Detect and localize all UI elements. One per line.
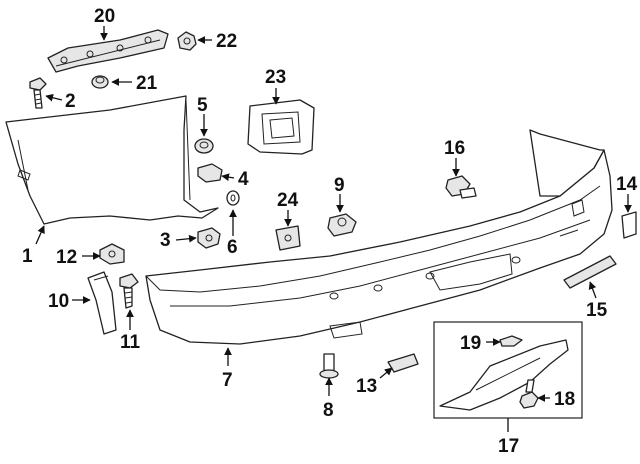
part-19-clip: [499, 335, 523, 347]
leader-lines: [35, 26, 632, 432]
callout-4: 4: [238, 169, 249, 190]
callout-7: 7: [222, 370, 233, 391]
part-18-screw: [519, 379, 539, 409]
part-15-reflector: [563, 255, 617, 289]
callout-11: 11: [120, 332, 141, 353]
part-9-sensor: [327, 213, 357, 237]
callout-10: 10: [48, 291, 69, 312]
callout-2: 2: [65, 91, 76, 112]
callout-14: 14: [616, 174, 638, 195]
callout-15: 15: [586, 300, 608, 321]
callout-6: 6: [227, 237, 238, 258]
callout-22: 22: [216, 31, 237, 52]
part-14-bracket: [621, 211, 637, 239]
part-20-bracket: [47, 29, 169, 73]
part-4-clip: [197, 163, 223, 183]
callout-5: 5: [197, 95, 208, 116]
part-8-screw: [319, 353, 339, 379]
part-23-sensor-bracket: [247, 99, 315, 155]
callout-16: 16: [444, 138, 465, 159]
part-11-screw: [119, 273, 139, 309]
callout-24: 24: [277, 190, 299, 211]
part-21-nut: [91, 75, 109, 89]
part-24-clip: [275, 225, 301, 251]
callout-20: 20: [94, 6, 115, 27]
callout-8: 8: [323, 400, 334, 421]
callout-21: 21: [136, 73, 158, 94]
part-16-bolt: [445, 175, 477, 199]
callout-13: 13: [356, 376, 377, 397]
part-12-nut: [99, 243, 125, 265]
callout-9: 9: [334, 175, 345, 196]
part-10-molding: [87, 271, 117, 335]
part-13-bracket: [387, 353, 419, 373]
part-22-clip: [177, 31, 197, 51]
part-3-nut: [197, 227, 221, 249]
part-5-grommet: [194, 138, 214, 154]
callout-23: 23: [265, 67, 286, 88]
callout-19: 19: [460, 333, 481, 354]
callout-17: 17: [498, 436, 519, 457]
callout-1: 1: [22, 246, 33, 267]
part-17-lower-valance: [439, 339, 569, 411]
callout-12: 12: [56, 247, 77, 268]
part-7-bumper-cover: [145, 129, 613, 345]
callout-3: 3: [160, 230, 171, 251]
part-1-side-panel: [5, 95, 219, 225]
part-6-washer: [226, 190, 240, 206]
callout-18: 18: [554, 389, 575, 410]
part-2-bolt: [29, 77, 47, 109]
